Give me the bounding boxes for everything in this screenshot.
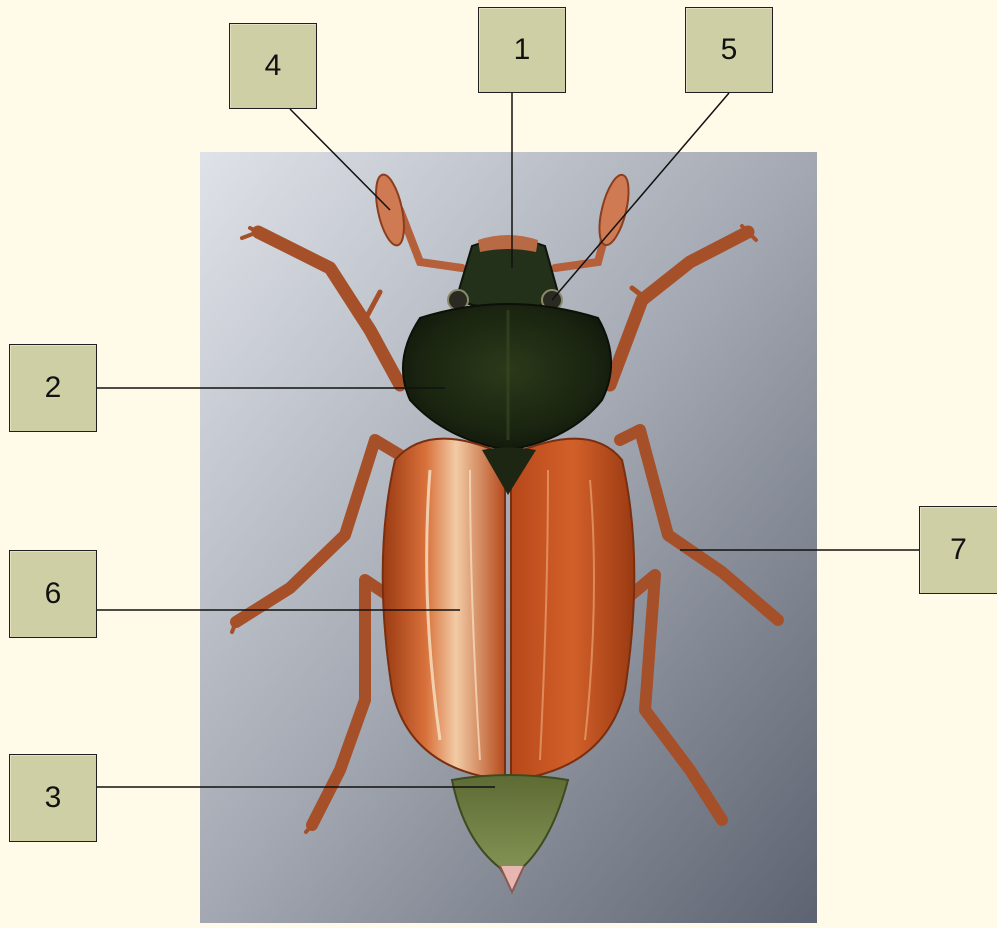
label-2: 2 [9, 344, 97, 432]
label-5: 5 [685, 7, 773, 93]
label-7: 7 [919, 506, 997, 594]
label-4: 4 [229, 23, 317, 109]
label-1: 1 [478, 7, 566, 93]
label-6: 6 [9, 550, 97, 638]
label-3: 3 [9, 754, 97, 842]
